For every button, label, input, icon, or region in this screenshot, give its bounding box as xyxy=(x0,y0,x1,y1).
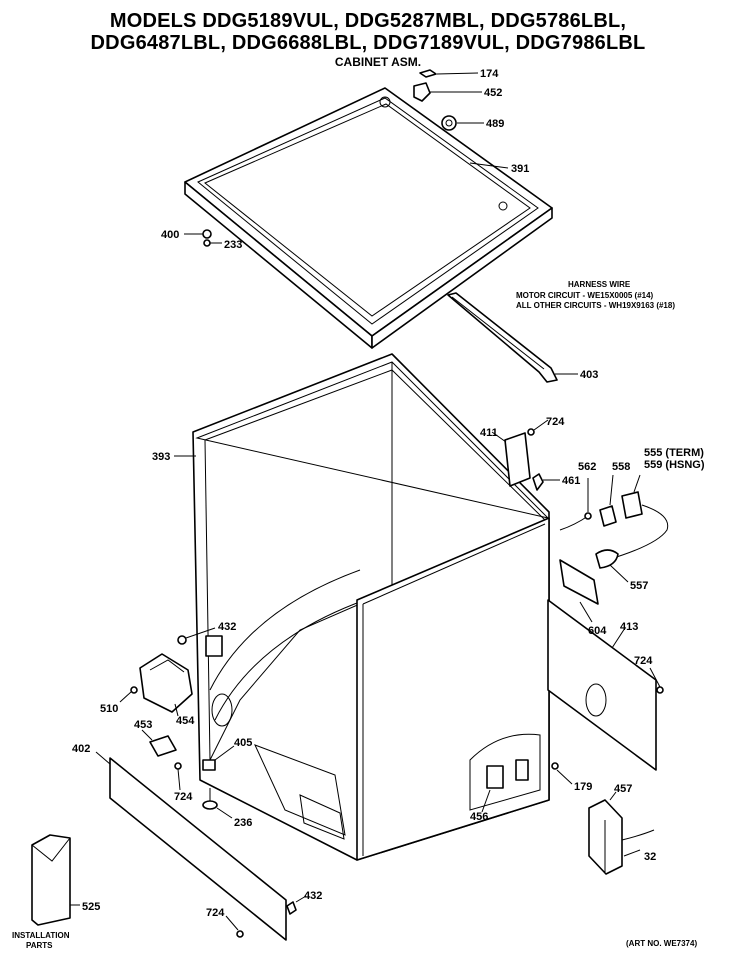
clip-432a xyxy=(177,627,216,645)
label-233: 233 xyxy=(224,239,242,251)
cord-557 xyxy=(595,504,669,583)
label-724-top: 724 xyxy=(546,416,565,428)
label-179: 179 xyxy=(574,781,592,793)
label-391: 391 xyxy=(511,163,529,175)
label-236: 236 xyxy=(234,817,252,829)
harness-line-3: ALL OTHER CIRCUITS - WH19X9163 (#18) xyxy=(516,301,675,310)
harness-line-1: HARNESS WIRE xyxy=(568,280,631,289)
label-604: 604 xyxy=(588,625,607,637)
screw-179 xyxy=(551,762,573,785)
bracket-453 xyxy=(141,729,182,791)
bumper-489 xyxy=(441,115,484,131)
harness-line-2: MOTOR CIRCUIT - WE15X0005 (#14) xyxy=(516,291,654,300)
label-403: 403 xyxy=(580,369,598,381)
title-line-1: MODELS DDG5189VUL, DDG5287MBL, DDG5786LB… xyxy=(109,10,627,32)
clip-405 xyxy=(202,745,235,771)
label-724-bottom: 724 xyxy=(206,907,225,919)
hinge-452 xyxy=(413,82,482,102)
harness-403 xyxy=(447,292,578,383)
leg-236 xyxy=(202,788,233,819)
title-line-2: DDG6487LBL, DDG6688LBL, DDG7189VUL, DDG7… xyxy=(90,32,646,54)
label-32: 32 xyxy=(644,851,656,863)
label-562: 562 xyxy=(578,461,596,473)
art-number: (ART NO. WE7374) xyxy=(626,939,697,948)
top-panel xyxy=(184,87,553,349)
screw-724-top xyxy=(527,419,549,436)
screw-400-233 xyxy=(184,229,222,247)
toe-kick-402 xyxy=(95,751,287,941)
installation-line-1: INSTALLATION xyxy=(12,931,70,940)
label-558: 558 xyxy=(612,461,630,473)
switch-454 xyxy=(139,653,193,717)
manual-525 xyxy=(31,834,80,926)
label-452: 452 xyxy=(484,87,502,99)
label-461: 461 xyxy=(562,475,580,487)
cabinet xyxy=(174,353,550,861)
label-457: 457 xyxy=(614,783,632,795)
label-724-left: 724 xyxy=(174,791,193,803)
label-432-lower: 432 xyxy=(304,890,322,902)
terminal-558 xyxy=(599,474,617,527)
block-457 xyxy=(588,791,655,875)
screw-724-bottom xyxy=(225,915,244,938)
label-456: 456 xyxy=(470,811,488,823)
bracket-604 xyxy=(559,559,599,623)
label-453: 453 xyxy=(134,719,152,731)
wire-562 xyxy=(559,478,592,531)
label-402: 402 xyxy=(72,743,90,755)
label-432-upper: 432 xyxy=(218,621,236,633)
label-525: 525 xyxy=(82,901,100,913)
label-510: 510 xyxy=(100,703,118,715)
clip-461 xyxy=(532,473,560,491)
label-454: 454 xyxy=(176,715,195,727)
installation-line-2: PARTS xyxy=(26,941,53,950)
label-724-right: 724 xyxy=(634,655,653,667)
label-411: 411 xyxy=(480,427,498,439)
label-393: 393 xyxy=(152,451,170,463)
label-489: 489 xyxy=(486,118,504,130)
rear-panel-413 xyxy=(547,599,664,771)
hardware-174 xyxy=(419,69,479,78)
label-174: 174 xyxy=(480,68,499,80)
label-555: 555 (TERM) xyxy=(644,447,704,459)
housing-559 xyxy=(621,474,643,519)
plate-411 xyxy=(491,431,531,487)
screw-510 xyxy=(119,686,138,703)
label-405: 405 xyxy=(234,737,252,749)
label-557: 557 xyxy=(630,580,648,592)
clip-432b xyxy=(286,895,307,915)
label-559: 559 (HSNG) xyxy=(644,459,705,471)
subtitle: CABINET ASM. xyxy=(334,55,422,69)
label-413: 413 xyxy=(620,621,638,633)
label-400: 400 xyxy=(161,229,179,241)
